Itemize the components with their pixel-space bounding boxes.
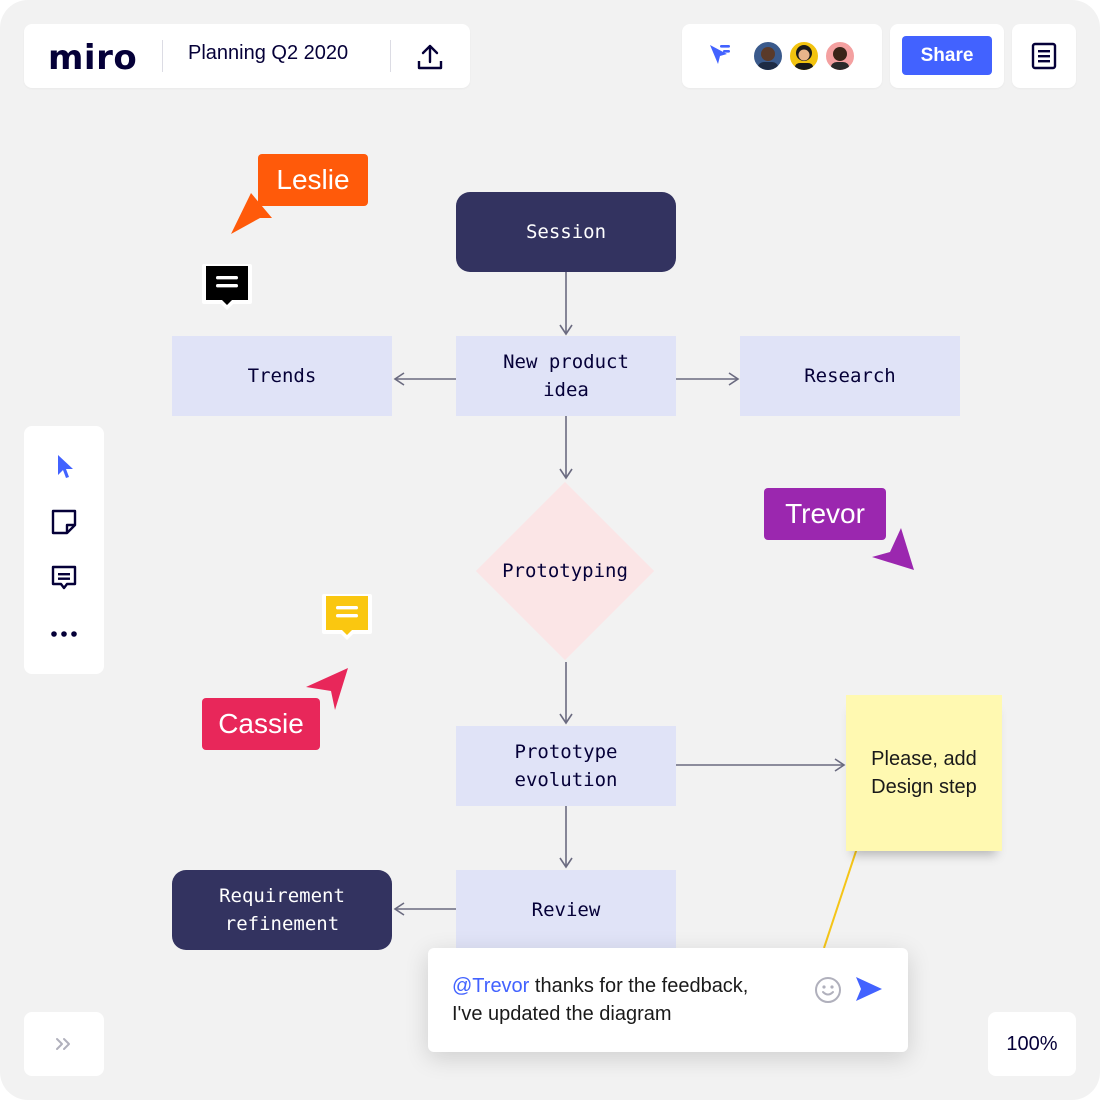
node-requirement-refinement[interactable]: Requirement refinement (172, 870, 392, 950)
cursor-label-cassie: Cassie (202, 698, 320, 750)
cursor-label-leslie: Leslie (258, 154, 368, 206)
left-toolbar (24, 426, 104, 674)
smiley-icon (815, 977, 841, 1003)
pointer-icon (58, 455, 73, 478)
upload-icon (417, 44, 443, 70)
cursor-arrow-trevor-icon (872, 528, 914, 570)
node-prototype-evolution[interactable]: Prototype evolution (456, 726, 676, 806)
comment-tool[interactable] (48, 562, 80, 594)
send-icon (856, 977, 882, 1001)
comment-pointer-line (823, 835, 862, 949)
sticky-note[interactable]: Please, add Design step (846, 695, 1002, 851)
node-trends[interactable]: Trends (172, 336, 392, 416)
comment-marker-black[interactable] (200, 262, 254, 310)
more-tools-button[interactable] (48, 618, 80, 650)
mention-link[interactable]: @Trevor (452, 975, 530, 997)
user-avatar-icon (831, 47, 849, 70)
export-button[interactable] (412, 40, 448, 74)
comment-marker-yellow[interactable] (320, 592, 374, 640)
share-button[interactable]: Share (902, 36, 992, 75)
miro-logo[interactable]: miro (48, 38, 138, 78)
chevrons-right-icon (56, 1038, 70, 1050)
select-tool[interactable] (48, 450, 80, 482)
divider (390, 40, 391, 72)
node-session[interactable]: Session (456, 192, 676, 272)
cursor-label-trevor: Trevor (764, 488, 886, 540)
board-title[interactable]: Planning Q2 2020 (188, 42, 349, 64)
comment-bubble-icon (322, 594, 372, 640)
node-prototyping-label: Prototyping (502, 560, 628, 582)
header-left-panel: miro Planning Q2 2020 (24, 24, 470, 88)
notes-panel (1012, 24, 1076, 88)
collaboration-panel (682, 24, 882, 88)
user-avatar-icon (758, 47, 778, 70)
user-avatar-icon (795, 45, 813, 70)
comment-bubble-icon (202, 264, 252, 310)
document-icon (1031, 42, 1057, 70)
avatar[interactable] (752, 40, 784, 72)
avatar[interactable] (824, 40, 856, 72)
node-new-product-idea[interactable]: New product idea (456, 336, 676, 416)
cursor-visibility-button[interactable] (704, 40, 734, 70)
notes-button[interactable] (1028, 40, 1060, 72)
comment-body: thanks for the feedback, I've updated th… (452, 975, 749, 1025)
sticky-note-icon (51, 509, 77, 535)
cursor-arrow-leslie-icon (231, 193, 272, 234)
node-research[interactable]: Research (740, 336, 960, 416)
node-prototyping[interactable]: Prototyping (475, 481, 655, 661)
comment-icon (51, 565, 77, 590)
sticky-note-tool[interactable] (48, 506, 80, 538)
expand-panel-button[interactable] (24, 1012, 104, 1076)
cursors-icon (710, 45, 730, 64)
divider (162, 40, 163, 72)
cursor-arrow-cassie-icon (306, 668, 348, 710)
more-horizontal-icon (51, 631, 77, 637)
emoji-button[interactable] (812, 974, 844, 1006)
comment-box[interactable]: @Trevor thanks for the feedback, I've up… (428, 948, 908, 1052)
node-review[interactable]: Review (456, 870, 676, 950)
avatar[interactable] (788, 40, 820, 72)
comment-text[interactable]: @Trevor thanks for the feedback, I've up… (452, 972, 782, 1028)
zoom-level[interactable]: 100% (988, 1012, 1076, 1076)
send-button[interactable] (852, 972, 886, 1006)
